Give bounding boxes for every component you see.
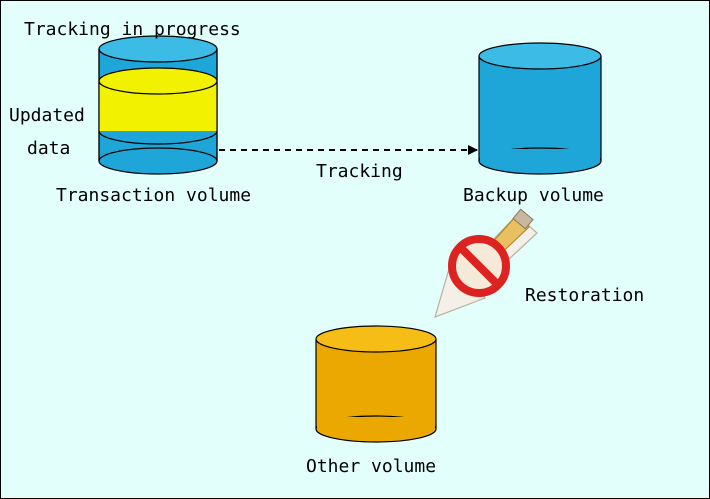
tracking-label: Tracking xyxy=(316,161,403,182)
restoration-label: Restoration xyxy=(525,285,645,306)
diagram-title: Tracking in progress xyxy=(24,19,241,40)
other-volume-cylinder xyxy=(315,325,437,443)
other-volume-label: Other volume xyxy=(306,456,437,477)
transaction-volume-label: Transaction volume xyxy=(56,185,252,206)
updated-data-label-line1: Updated xyxy=(9,105,85,126)
backup-volume-cylinder xyxy=(478,42,602,175)
transaction-volume-cylinder xyxy=(98,35,218,175)
backup-volume-label: Backup volume xyxy=(463,185,604,206)
updated-data-label-line2: data xyxy=(27,138,71,159)
prohibited-icon xyxy=(448,235,510,297)
